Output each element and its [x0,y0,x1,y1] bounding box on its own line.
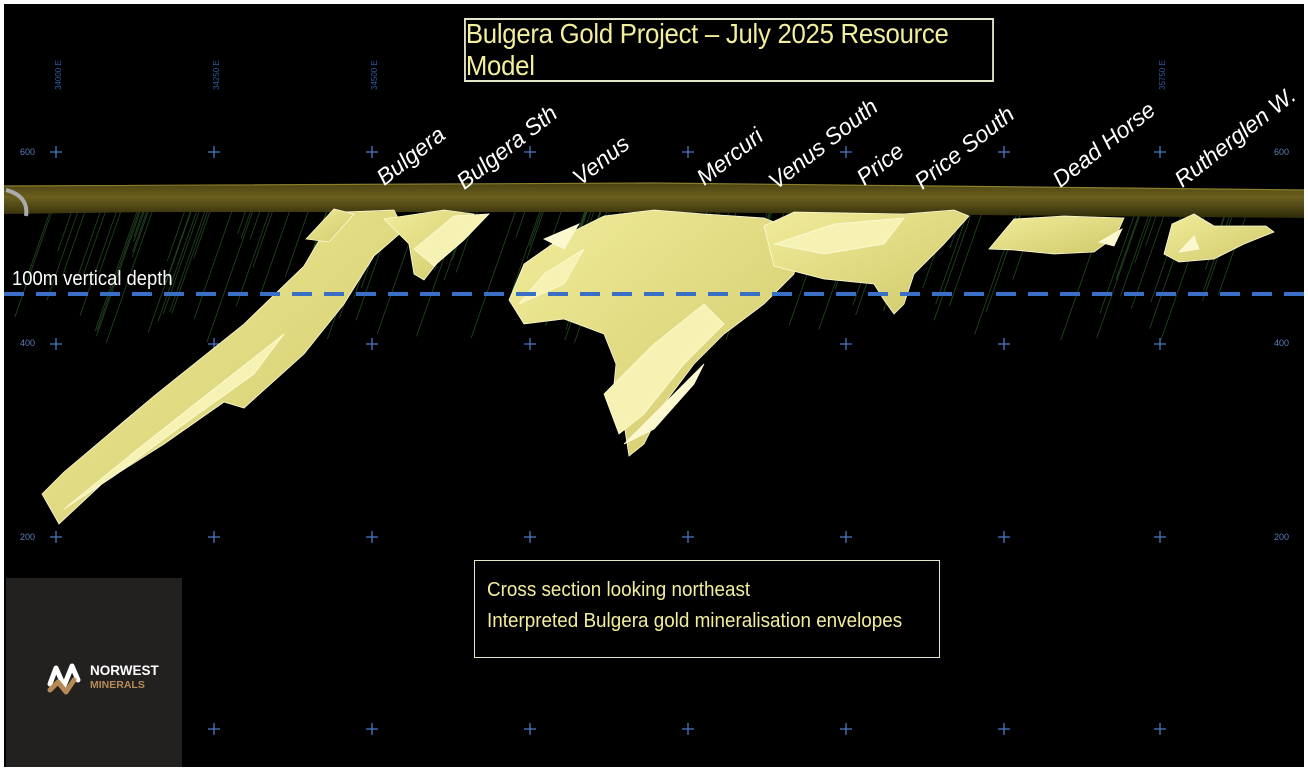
drill-trace [1119,203,1154,297]
grid-cross [1154,338,1166,350]
drill-trace [1115,203,1143,280]
drill-trace [171,203,211,314]
elevation-label: 600 [1274,147,1290,157]
logo-mark-icon [47,663,81,695]
drill-trace [105,203,156,344]
drill-trace [98,203,124,274]
elevation-label: 200 [1274,532,1290,542]
drill-trace [46,203,81,301]
mineralisation-envelopes [41,208,1275,525]
easting-label: 34000 E [54,60,63,90]
grid-cross [208,146,220,158]
figure-title: Bulgera Gold Project – July 2025 Resourc… [464,18,994,82]
caption-line-1: Cross section looking northeast [487,578,751,601]
resource-model-section [4,146,1304,735]
company-logo: NORWEST MINERALS [6,578,182,767]
grid-cross [998,338,1010,350]
grid-cross [840,338,852,350]
grid-cross [366,723,378,735]
easting-label: 34500 E [370,60,379,90]
drill-trace [235,203,273,307]
drill-trace [1096,203,1145,339]
drill-trace [14,203,55,318]
drill-trace [96,203,142,331]
drill-trace [27,203,54,274]
drill-trace [252,203,276,268]
grid-cross [524,338,536,350]
drill-trace [79,203,120,316]
drill-trace [284,203,312,278]
grid-cross [1154,146,1166,158]
grid-cross [998,531,1010,543]
logo-name: NORWEST [90,663,159,678]
drill-trace [76,203,104,280]
drill-trace [147,203,194,334]
model-viewport: 34000 E 34250 E 34500 E 35750 E 600 600 … [4,4,1304,767]
easting-label: 35750 E [1158,60,1167,90]
grid-cross [998,723,1010,735]
drill-trace [512,203,543,291]
drill-trace [933,203,976,321]
drill-trace [193,203,214,259]
drill-trace [526,203,547,259]
drill-trace [949,203,986,306]
grid-cross [1154,723,1166,735]
drill-trace [61,203,88,277]
drill-trace [83,203,109,275]
grid-cross [50,338,62,350]
logo-text: NORWEST MINERALS [90,664,159,692]
topographic-surface [4,182,1304,218]
caption-line-2: Interpreted Bulgera gold mineralisation … [487,609,903,632]
grid-cross [50,146,62,158]
grid-cross [366,531,378,543]
grid-cross [840,146,852,158]
elevation-label: 400 [1274,338,1290,348]
drill-trace [260,203,293,293]
elevation-label: 600 [20,147,36,157]
drill-trace [96,203,144,337]
drill-trace [94,203,141,332]
grid-crosses [50,146,1166,735]
logo-sub: MINERALS [90,679,145,691]
grid-cross [366,338,378,350]
grid-cross [208,531,220,543]
drill-trace [162,203,203,315]
drill-trace [157,203,200,322]
caption-box: Cross section looking northeast Interpre… [474,560,940,658]
drill-trace [470,203,519,339]
easting-label: 34250 E [212,60,221,90]
grid-cross [682,723,694,735]
grid-cross [524,723,536,735]
grid-cross [840,723,852,735]
grid-cross [682,531,694,543]
drill-trace [166,203,188,261]
grid-cross [208,723,220,735]
drill-trace [1130,203,1169,309]
elevation-label: 200 [20,532,36,542]
grid-cross [840,531,852,543]
elevation-label: 400 [20,338,36,348]
grid-cross [50,531,62,543]
grid-cross [1154,531,1166,543]
drill-trace [193,203,235,320]
drill-trace [206,203,256,343]
grid-cross [524,146,536,158]
drill-trace [165,203,195,283]
grid-cross [366,146,378,158]
grid-cross [524,531,536,543]
grid-cross [998,146,1010,158]
title-text: Bulgera Gold Project – July 2025 Resourc… [465,18,949,81]
grid-cross [682,146,694,158]
depth-label: 100m vertical depth [12,268,173,290]
drill-trace [1217,203,1251,296]
drill-trace [131,203,152,258]
